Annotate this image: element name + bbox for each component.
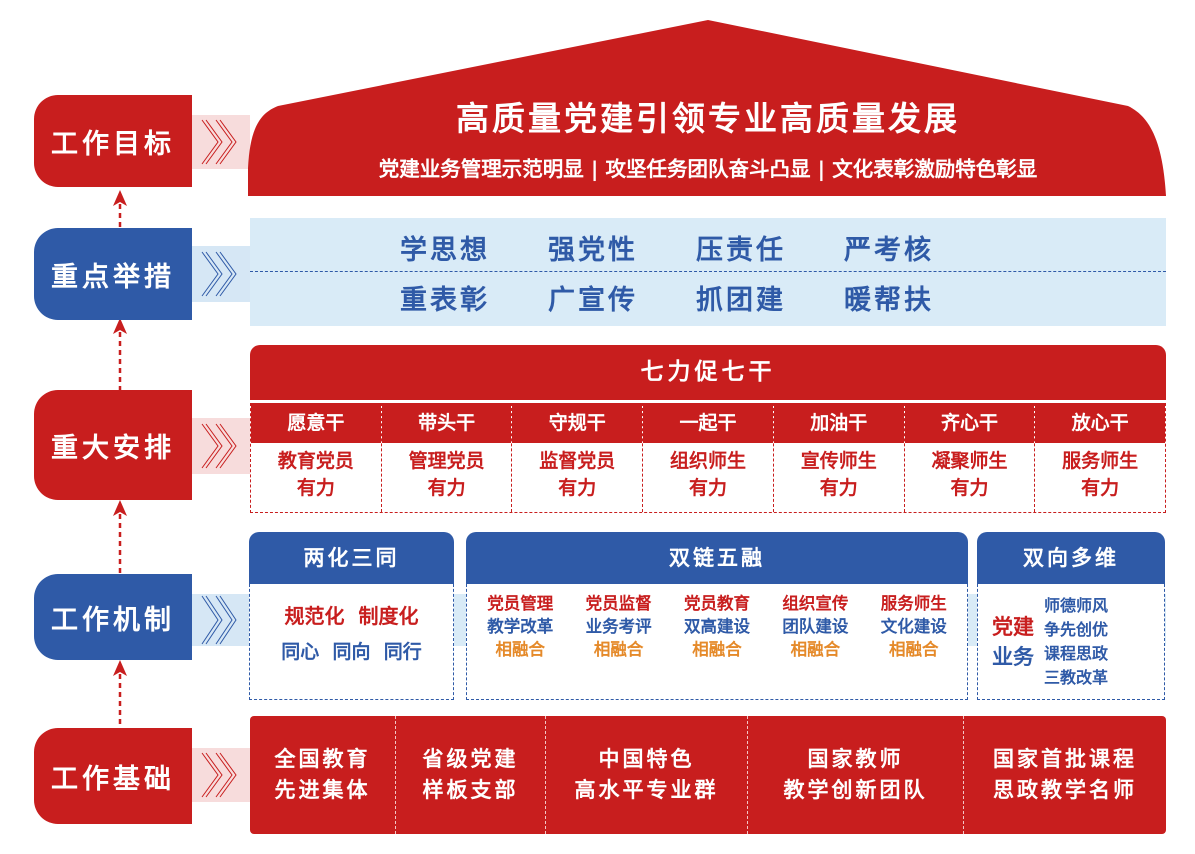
dimension-item: 课程思政 (1044, 643, 1109, 663)
power-column: 放心干服务师生有力 (1035, 403, 1166, 512)
fusion-item: 党员监督业务考评相融合 (585, 594, 652, 659)
measures-row-2: 重表彰 广宣传 抓团建 暖帮扶 (400, 278, 934, 317)
chevron-right-icon (201, 119, 237, 165)
measure-item: 重表彰 (400, 285, 490, 316)
measures-divider (250, 271, 1166, 272)
power-desc: 凝聚师生 (931, 450, 1008, 472)
mechanism-connector-band (192, 594, 250, 646)
power-desc: 有力 (558, 477, 597, 499)
measure-item: 抓团建 (696, 285, 786, 316)
seven-powers-panel: 七力促七干 愿意干教育党员有力 带头干管理党员有力 守规干监督党员有力 一起干组… (250, 345, 1166, 513)
business-label: 业务 (992, 644, 1034, 669)
foundation-item: 全国教育先进集体 (250, 716, 396, 834)
power-desc: 监督党员 (539, 450, 616, 472)
arrow-measures-to-goal (113, 190, 127, 228)
power-title: 齐心干 (904, 403, 1035, 443)
mechanism-box-two-three: 两化三同 规范化 制度化 同心 同向 同行 (249, 532, 454, 700)
power-desc: 有力 (689, 477, 728, 499)
roof-shape (248, 20, 1166, 196)
measure-item: 广宣传 (548, 285, 638, 316)
fusion-item: 党员管理教学改革相融合 (487, 594, 554, 659)
dimension-item: 三教改革 (1044, 667, 1109, 687)
mechanism-box-bidirectional: 双向多维 党建 业务 师德师风 争先创优 课程思政 三教改革 (977, 532, 1165, 700)
power-desc: 服务师生 (1062, 450, 1139, 472)
mechanism-box-double-chain: 双链五融 党员管理教学改革相融合 党员监督业务考评相融合 党员教育双高建设相融合… (466, 532, 968, 700)
power-desc: 组织师生 (670, 450, 747, 472)
mechanism-red-line: 规范化 制度化 (284, 604, 419, 628)
mechanism-box-title: 两化三同 (249, 532, 454, 584)
power-column: 齐心干凝聚师生有力 (904, 403, 1036, 512)
power-column: 愿意干教育党员有力 (251, 403, 382, 512)
measure-item: 暖帮扶 (844, 285, 934, 316)
power-desc: 有力 (950, 477, 989, 499)
power-desc: 有力 (296, 477, 335, 499)
chevron-right-icon (201, 595, 237, 645)
power-desc: 宣传师生 (800, 450, 877, 472)
power-title: 放心干 (1035, 403, 1166, 443)
measure-item: 强党性 (548, 235, 638, 266)
power-column: 守规干监督党员有力 (512, 403, 644, 512)
mechanism-box-title: 双链五融 (466, 532, 968, 584)
goal-connector-band (192, 115, 250, 169)
foundation-item: 中国特色高水平专业群 (546, 716, 748, 834)
key-measures-panel: 学思想 强党性 压责任 严考核 重表彰 广宣传 抓团建 暖帮扶 (250, 218, 1166, 326)
party-label: 党建 (992, 614, 1034, 639)
foundation-connector-band (192, 748, 250, 802)
power-column: 带头干管理党员有力 (381, 403, 513, 512)
goal-subtitle: 党建业务管理示范明显 | 攻坚任务团队奋斗凸显 | 文化表彰激励特色彰显 (378, 157, 1038, 181)
chevron-right-icon (201, 251, 237, 297)
seven-powers-title: 七力促七干 (250, 345, 1166, 400)
level-label-foundation: 工作基础 (34, 728, 192, 824)
arrow-mechanism-to-arrangement (113, 500, 127, 574)
mechanism-blue-line: 同心 同向 同行 (281, 641, 422, 663)
power-desc: 有力 (819, 477, 858, 499)
level-label-measures: 重点举措 (34, 228, 192, 320)
power-title: 愿意干 (251, 403, 381, 443)
dimension-item: 师德师风 (1044, 595, 1109, 615)
measure-item: 学思想 (400, 235, 490, 266)
power-column: 一起干组织师生有力 (643, 403, 774, 512)
mechanism-box-title: 双向多维 (977, 532, 1165, 584)
foundation-item: 国家教师教学创新团队 (748, 716, 964, 834)
arrow-foundation-to-mechanism (113, 660, 127, 730)
power-desc: 教育党员 (277, 450, 354, 472)
fusion-item: 组织宣传团队建设相融合 (782, 594, 849, 659)
measures-row-1: 学思想 强党性 压责任 严考核 (400, 228, 934, 267)
fusion-item: 服务师生文化建设相融合 (880, 594, 947, 659)
arrangement-connector-band (192, 418, 250, 474)
level-label-goal: 工作目标 (34, 95, 192, 187)
foundation-panel: 全国教育先进集体 省级党建样板支部 中国特色高水平专业群 国家教师教学创新团队 … (250, 716, 1166, 834)
foundation-item: 省级党建样板支部 (396, 716, 546, 834)
dimension-item: 争先创优 (1044, 619, 1109, 639)
chevron-right-icon (201, 423, 237, 469)
power-title: 带头干 (381, 403, 512, 443)
goal-title: 高质量党建引领专业高质量发展 (456, 99, 960, 138)
measure-item: 严考核 (844, 235, 934, 266)
foundation-item: 国家首批课程思政教学名师 (993, 747, 1137, 802)
power-desc: 有力 (427, 477, 466, 499)
fusion-item: 党员教育双高建设相融合 (683, 594, 750, 659)
measure-item: 压责任 (696, 235, 786, 266)
power-title: 加油干 (773, 403, 904, 443)
chevron-right-icon (201, 752, 237, 798)
power-title: 守规干 (512, 403, 643, 443)
power-title: 一起干 (643, 403, 773, 443)
level-label-mechanism: 工作机制 (34, 574, 192, 660)
power-column: 加油干宣传师生有力 (773, 403, 905, 512)
power-desc: 有力 (1081, 477, 1120, 499)
level-label-arrangement: 重大安排 (34, 390, 192, 500)
arrow-arrangement-to-measures (113, 318, 127, 390)
power-desc: 管理党员 (408, 450, 485, 472)
measures-connector-band (192, 246, 250, 302)
